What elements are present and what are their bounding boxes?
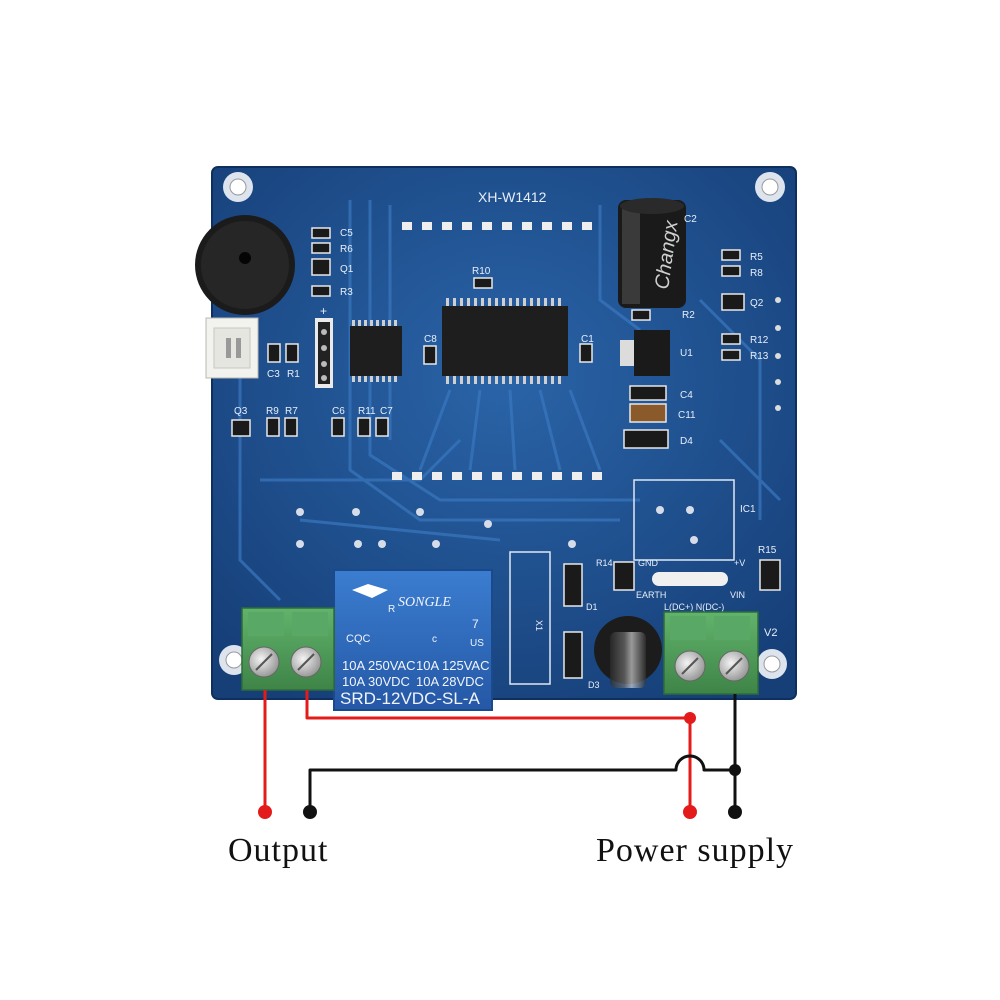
ref-c7: C7 bbox=[380, 406, 393, 417]
ref-gnd: GND bbox=[638, 558, 659, 568]
ref-r8: R8 bbox=[750, 268, 763, 279]
header-pins bbox=[315, 318, 333, 388]
terminal-dots bbox=[258, 805, 742, 819]
board-model-label: XH-W1412 bbox=[478, 189, 547, 205]
ref-d1: D1 bbox=[586, 602, 598, 612]
relay-rating-1: 10A 250VAC bbox=[342, 658, 415, 673]
output-label: Output bbox=[228, 832, 329, 869]
ref-r14: R14 bbox=[596, 558, 613, 568]
wiring bbox=[263, 690, 737, 810]
jst-connector bbox=[205, 317, 259, 379]
wire-junctions bbox=[684, 712, 741, 776]
ref-r11: R11 bbox=[358, 406, 376, 417]
relay-cert: CQC bbox=[346, 633, 371, 645]
ref-q2: Q2 bbox=[750, 298, 764, 309]
ref-r13: R13 bbox=[750, 351, 769, 362]
ref-d4: D4 bbox=[680, 436, 693, 447]
ref-c3: C3 bbox=[267, 369, 280, 380]
output-terminal-block bbox=[241, 607, 335, 691]
ref-vin: VIN bbox=[730, 590, 745, 600]
ref-c8: C8 bbox=[424, 334, 437, 345]
mounting-holes bbox=[219, 172, 787, 679]
ref-plus-v: +V bbox=[734, 558, 745, 568]
relay-brand: SONGLE bbox=[398, 595, 451, 610]
smd-parts-bottomright bbox=[613, 559, 781, 591]
ref-q3: Q3 bbox=[234, 406, 248, 417]
relay-rating-3: 10A 30VDC bbox=[342, 674, 410, 689]
ref-ic1: IC1 bbox=[740, 504, 756, 515]
output-red-terminal bbox=[258, 805, 272, 819]
ref-r1: R1 bbox=[287, 369, 300, 380]
ref-r12: R12 bbox=[750, 335, 769, 346]
relay-rating-2: 10A 125VAC bbox=[416, 658, 489, 673]
relay-rating-4: 10A 28VDC bbox=[416, 674, 484, 689]
capacitor-bottom bbox=[594, 616, 662, 688]
power-terminal-block bbox=[663, 611, 759, 695]
regulator-u1 bbox=[620, 309, 670, 376]
ref-r15: R15 bbox=[758, 545, 777, 556]
varistor bbox=[652, 572, 728, 586]
ref-q1: Q1 bbox=[340, 264, 354, 275]
power-supply-label: Power supply bbox=[596, 832, 795, 869]
sensor-pins bbox=[775, 297, 781, 411]
ref-d3: D3 bbox=[588, 680, 600, 690]
ref-v2: V2 bbox=[764, 627, 777, 639]
ref-ln: L(DC+) N(DC-) bbox=[664, 602, 724, 612]
display-pins-top bbox=[402, 222, 592, 230]
ref-r3: R3 bbox=[340, 287, 353, 298]
ref-c5: C5 bbox=[340, 228, 353, 239]
ic1-outline bbox=[633, 479, 735, 561]
buzzer bbox=[195, 215, 295, 315]
smd-parts-right bbox=[623, 249, 745, 449]
ref-c4: C4 bbox=[680, 390, 693, 401]
relay-mark: 7 bbox=[472, 617, 479, 631]
ref-c6: C6 bbox=[332, 406, 345, 417]
display-pins-bottom bbox=[392, 472, 602, 480]
ref-r10: R10 bbox=[472, 266, 491, 277]
ref-earth: EARTH bbox=[636, 590, 666, 600]
wire-output-black bbox=[308, 754, 735, 810]
relay-model: SRD-12VDC-SL-A bbox=[340, 689, 480, 708]
ref-c1: C1 bbox=[581, 334, 594, 345]
ref-x1: X1 bbox=[534, 620, 544, 631]
ref-plus: + bbox=[320, 304, 327, 318]
ic-small bbox=[350, 320, 402, 382]
x1-outline bbox=[509, 551, 551, 685]
relay-r-mark: R bbox=[388, 604, 395, 615]
wire-relay-to-power-red bbox=[305, 690, 692, 810]
relay-c-mark: c bbox=[432, 634, 437, 645]
smd-parts-topleft bbox=[231, 227, 593, 437]
diodes bbox=[563, 563, 583, 679]
power-black-terminal bbox=[728, 805, 742, 819]
output-black-terminal bbox=[303, 805, 317, 819]
vias bbox=[296, 506, 698, 548]
ref-c11: C11 bbox=[678, 410, 696, 421]
ref-r2: R2 bbox=[682, 310, 695, 321]
ref-r5: R5 bbox=[750, 252, 763, 263]
ref-r6: R6 bbox=[340, 244, 353, 255]
ref-c2: C2 bbox=[684, 214, 697, 225]
ref-r9: R9 bbox=[266, 406, 279, 417]
capacitor-c2 bbox=[618, 198, 686, 308]
power-red-terminal bbox=[683, 805, 697, 819]
ref-u1: U1 bbox=[680, 348, 693, 359]
ref-r7: R7 bbox=[285, 406, 298, 417]
relay-us-mark: US bbox=[470, 638, 484, 649]
main-ic bbox=[442, 298, 568, 384]
